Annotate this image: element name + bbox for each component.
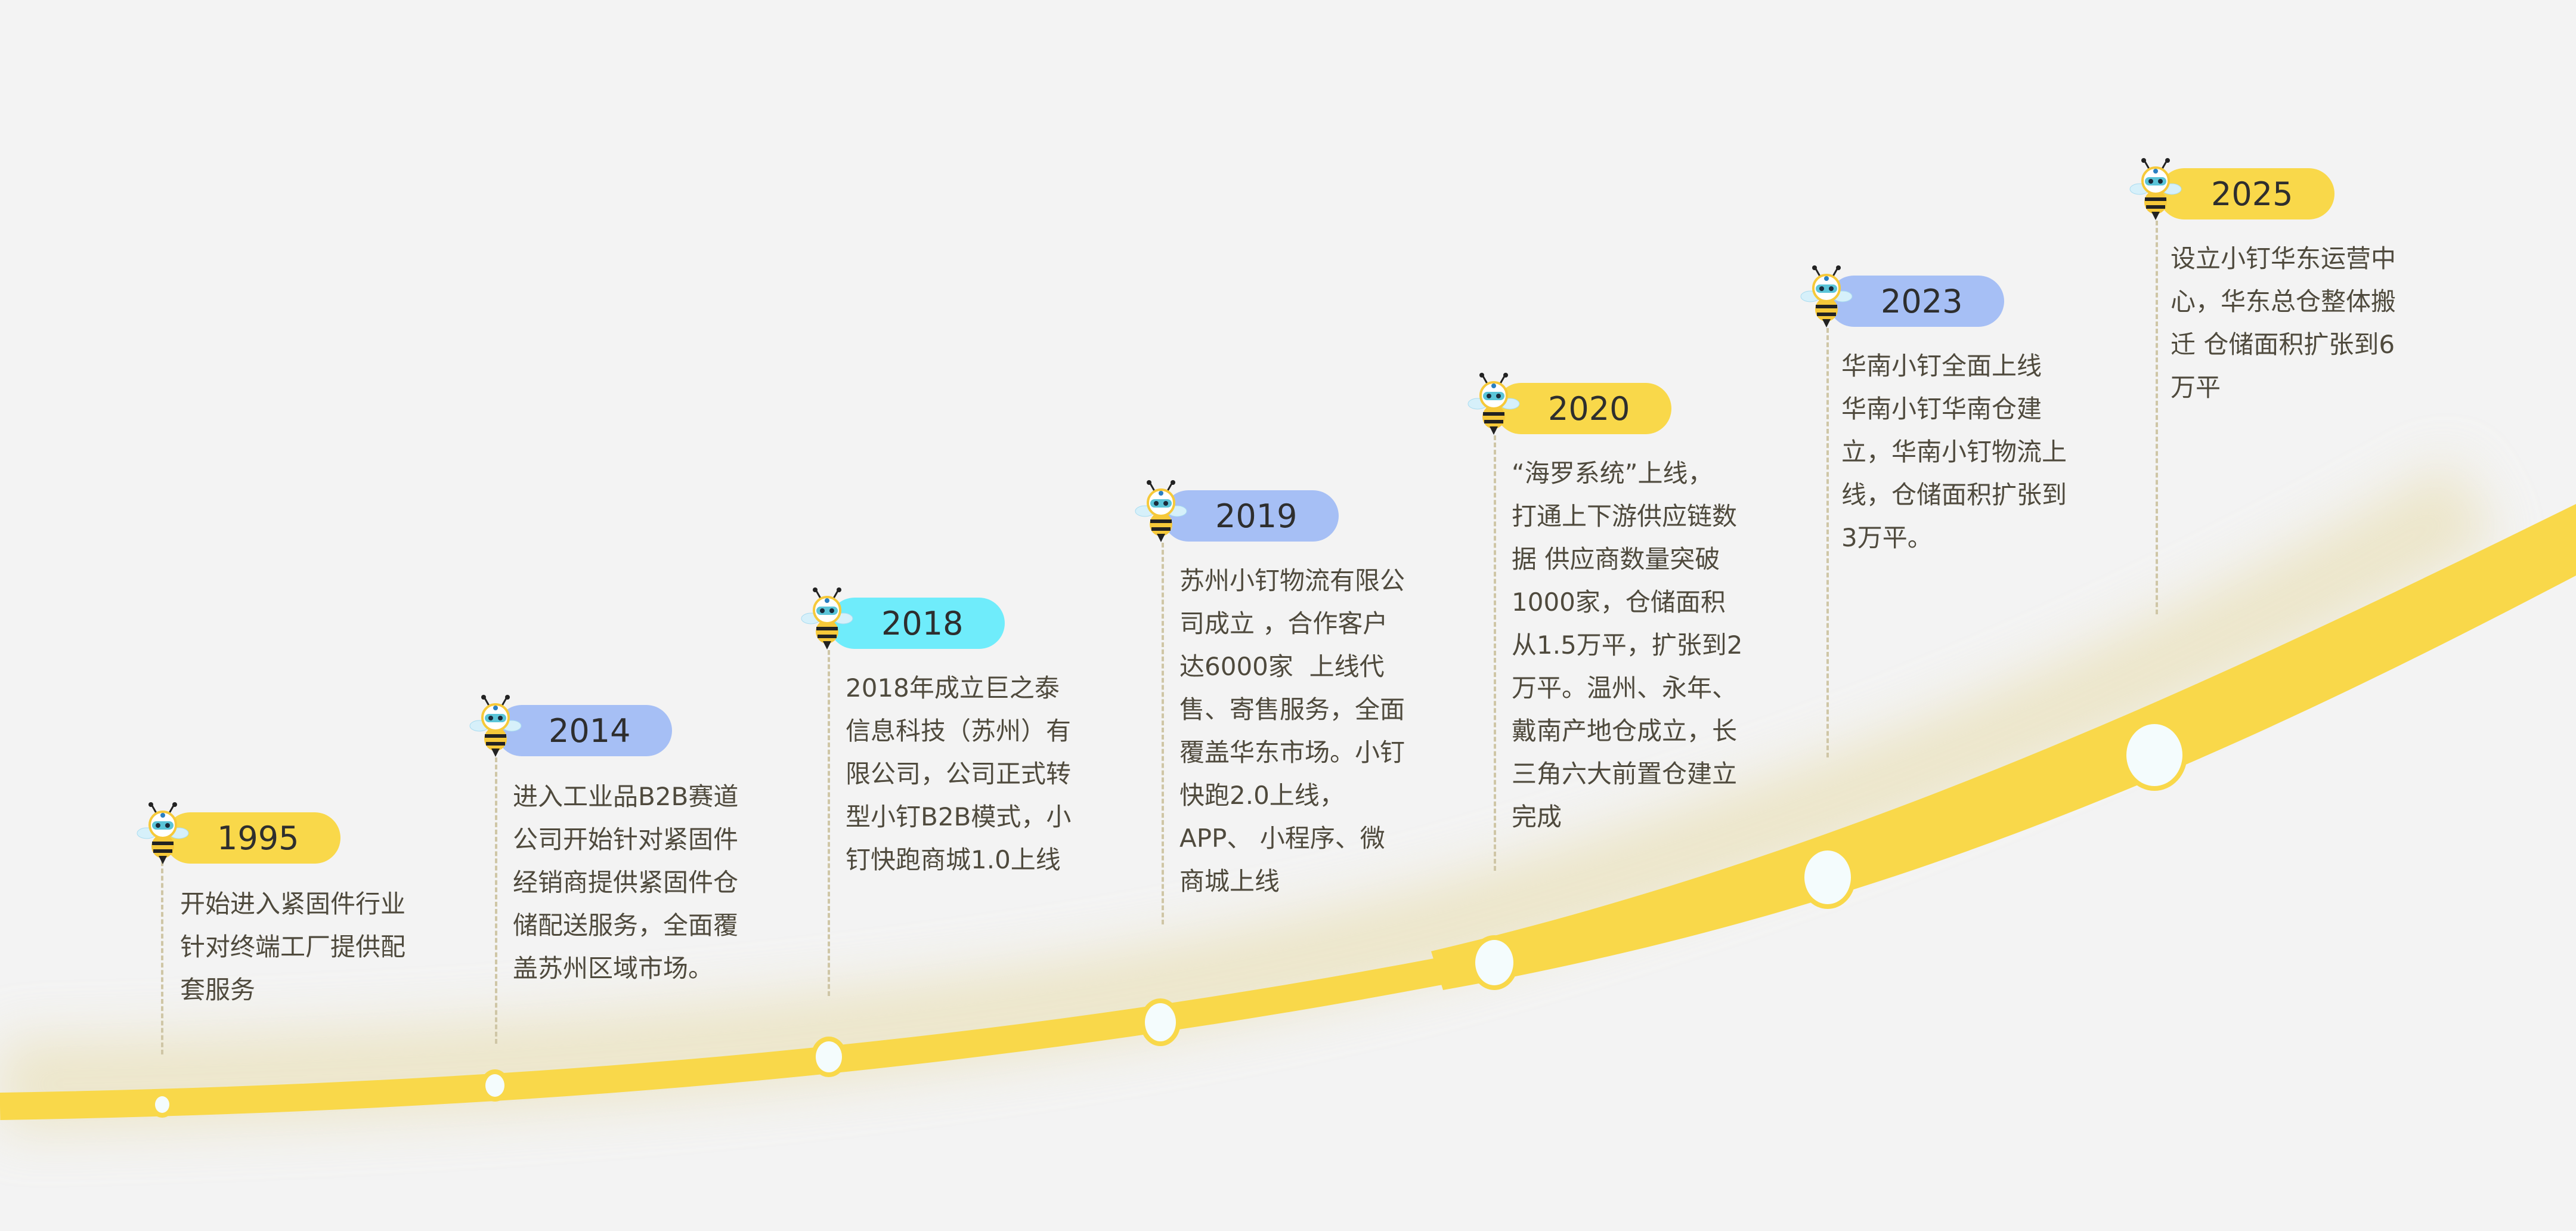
year-pill: 2018 [829,598,1005,649]
bee-mascot-icon [2129,158,2182,224]
year-label: 2014 [549,712,631,750]
milestone-description: 设立小钉华东运营中 心，华东总仓整体搬 迁 仓储面积扩张到6 万平 [2171,244,2397,402]
dash-connector [828,650,830,996]
timeline-node [2122,719,2187,791]
bee-mascot-icon [800,587,854,653]
timeline-node [1800,846,1856,909]
dash-connector [1826,328,1829,757]
milestone-description: 苏州小钉物流有限公 司成立 ，合作客户 达6000家 上线代 售、寄售服务，全面… [1179,566,1405,896]
curve-glow [0,462,2497,1130]
year-label: 2020 [1548,389,1630,428]
dash-connector [495,757,497,1044]
year-pill: 1995 [165,812,341,864]
year-pill: 2020 [1496,383,1672,434]
year-pill: 2019 [1163,490,1339,542]
year-pill: 2014 [496,705,673,756]
year-label: 2018 [881,604,964,642]
year-label: 2019 [1215,497,1298,535]
timeline-node [481,1069,509,1102]
year-label: 2023 [1881,282,1963,320]
bee-mascot-icon [1134,480,1188,546]
year-label: 2025 [2211,175,2293,213]
year-label: 1995 [217,819,299,857]
dash-connector [1494,435,1496,871]
bee-mascot-icon [1800,265,1853,331]
dash-connector [2156,221,2158,614]
bee-mascot-icon [469,695,522,760]
bee-mascot-icon [1467,373,1521,438]
milestone-description: “海罗系统”上线， 打通上下游供应链数 据 供应商数量突破 1000家，仓储面积… [1512,459,1743,831]
milestone-description: 华南小钉全面上线 华南小钉华南仓建 立，华南小钉物流上 线，仓储面积扩张到 3万… [1841,351,2067,552]
timeline-node [1470,935,1518,990]
timeline-node [1140,998,1181,1046]
bee-mascot-icon [136,802,190,868]
milestone-description: 2018年成立巨之泰 信息科技（苏州）有 限公司，公司正式转 型小钉B2B模式，… [846,673,1072,874]
timeline-node [150,1091,174,1118]
timeline-node [811,1037,847,1077]
year-pill: 2025 [2159,168,2335,219]
dash-connector [161,854,163,1054]
milestone-description: 进入工业品B2B赛道 公司开始针对紧固件 经销商提供紧固件仓 储配送服务，全面覆… [513,782,739,983]
milestone-description: 开始进入紧固件行业 针对终端工厂提供配 套服务 [180,889,406,1004]
dash-connector [1162,543,1164,924]
year-pill: 2023 [1828,276,2005,327]
